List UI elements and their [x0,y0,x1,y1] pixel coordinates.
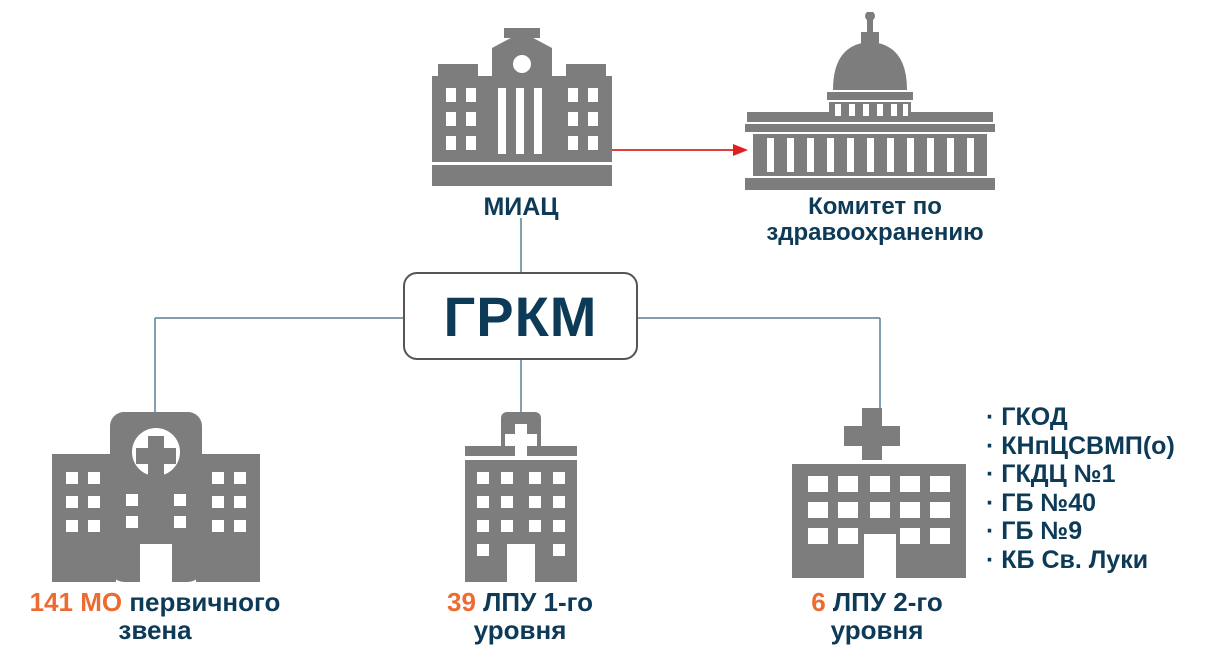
hospital-icon [465,412,577,582]
second-level-institutions-list: ГКОД КНпЦСВМП(о) ГКДЦ №1 ГБ №40 ГБ №9 КБ… [986,403,1175,574]
grkm-hub-label: ГРКМ [443,284,598,348]
capitol-dome-icon [745,12,995,190]
list-item: КНпЦСВМП(о) [986,432,1175,461]
first-level-label: 39 ЛПУ 1-го уровня [400,588,640,644]
arrow-head [733,144,748,156]
hospital-icon [792,408,966,578]
second-level-text: ЛПУ 2-го [825,587,943,617]
second-level-line2: уровня [830,615,924,645]
committee-label-line1: Комитет по [808,193,942,220]
second-level-count: 6 [811,587,826,617]
list-item: ГКДЦ №1 [986,460,1175,489]
primary-level-count: 141 МО [29,587,123,617]
primary-level-label: 141 МО первичного звена [0,588,310,644]
committee-label-line2: здравоохранению [766,219,984,246]
primary-level-text: первичного [122,587,281,617]
list-item: ГБ №9 [986,517,1175,546]
hospital-icon [52,412,260,582]
government-building-icon [432,28,612,186]
list-item: ГКОД [986,403,1175,432]
first-level-count: 39 [447,587,476,617]
committee-label: Комитет по здравоохранению [755,194,995,246]
first-level-text: ЛПУ 1-го [475,587,593,617]
list-item: ГБ №40 [986,489,1175,518]
list-item: КБ Св. Луки [986,546,1175,575]
miac-label: МИАЦ [483,193,559,221]
primary-level-line2: звена [118,615,192,645]
second-level-label: 6 ЛПУ 2-го уровня [757,588,997,644]
first-level-line2: уровня [473,615,567,645]
grkm-hub-box: ГРКМ [403,272,638,360]
